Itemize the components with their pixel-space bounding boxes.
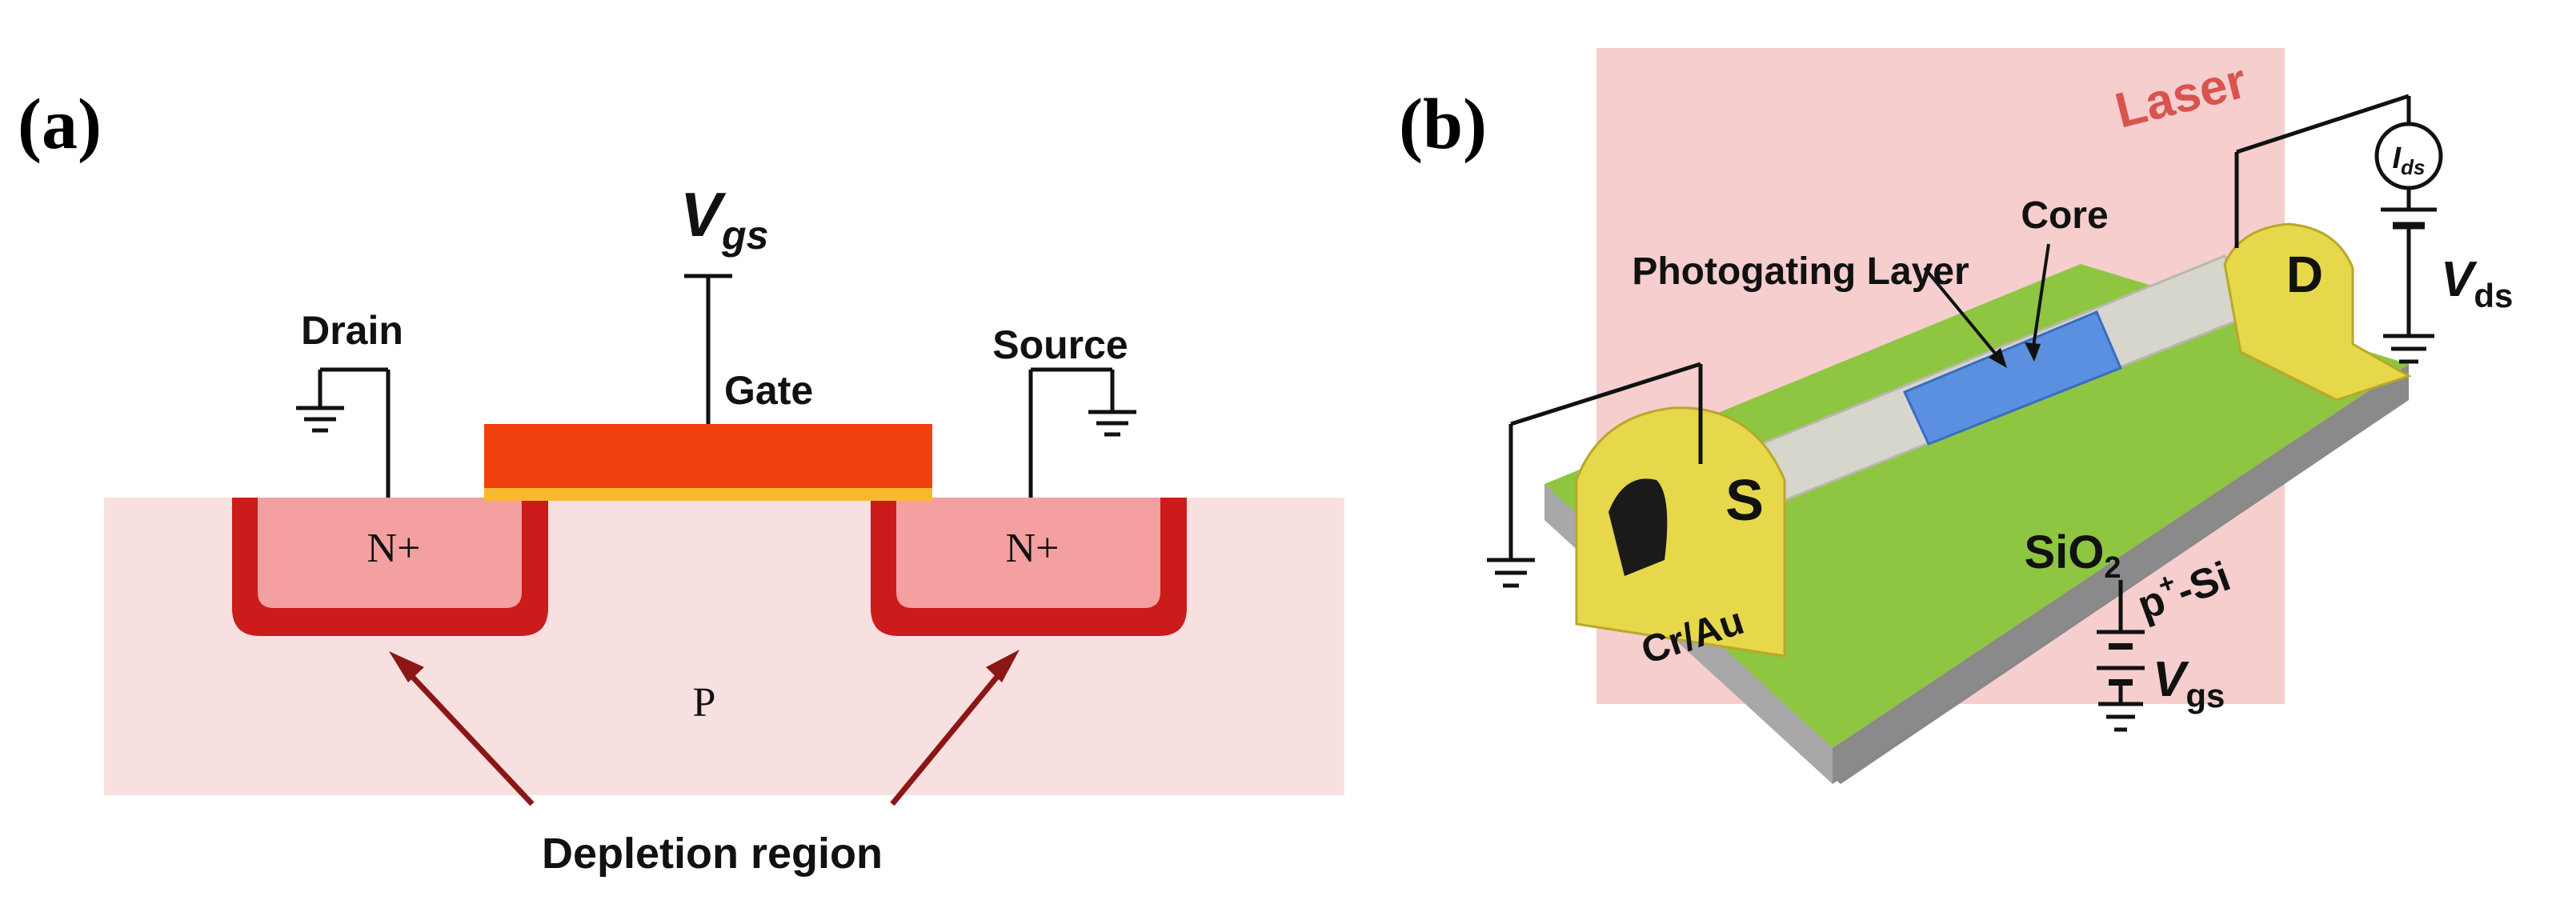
panel-a: (a) N+ N+ P Gate Vgs	[18, 85, 1344, 878]
gate-electrode	[484, 424, 932, 488]
panel-b: (b) Laser S Cr/Au D SiO2 p+-S	[1399, 48, 2513, 784]
n-plus-well-left	[232, 498, 548, 636]
drain-contact	[2223, 222, 2412, 402]
drain-circuit	[2234, 94, 2443, 364]
gate-bias-circuit	[2097, 580, 2145, 732]
depletion-arrows	[389, 650, 1020, 806]
n-plus-right-label: N+	[1006, 526, 1060, 571]
source-terminal	[1028, 367, 1136, 498]
ids-label: Ids	[2393, 142, 2426, 179]
vds-label: Vds	[2441, 252, 2513, 314]
gate-terminal	[684, 274, 732, 424]
drain-terminal	[296, 367, 391, 498]
drain-contact-label: D	[2286, 246, 2323, 303]
source-contact-label: S	[1725, 469, 1764, 533]
panel-a-tag: (a)	[18, 85, 102, 164]
p-substrate-label: P	[693, 680, 716, 726]
panel-b-tag: (b)	[1399, 85, 1487, 164]
source-contact	[1575, 406, 1786, 658]
photogating-layer-label: Photogating Layer	[1632, 250, 1969, 293]
gate-oxide	[484, 486, 932, 501]
sio2-label: SiO2	[2024, 526, 2121, 585]
source-label: Source	[992, 322, 1128, 367]
core-label: Core	[2021, 194, 2108, 237]
vgs-label-b: Vgs	[2153, 652, 2225, 714]
nanowire-core	[1902, 310, 2122, 446]
annotation-arrows	[1923, 243, 2050, 368]
drain-label: Drain	[301, 308, 403, 353]
n-plus-well-right	[871, 498, 1187, 636]
depletion-region-label: Depletion region	[542, 830, 883, 878]
gate-label: Gate	[724, 368, 813, 413]
source-wire-ground	[1487, 362, 1703, 588]
n-plus-left-label: N+	[367, 526, 421, 571]
vgs-label-a: Vgs	[680, 179, 768, 258]
